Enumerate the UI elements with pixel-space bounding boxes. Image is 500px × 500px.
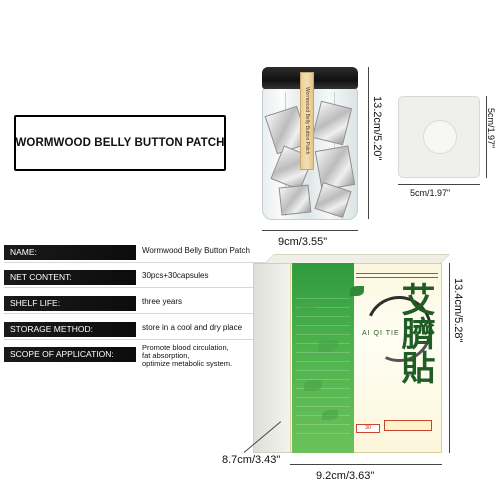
spec-label: SHELF LIFE: [4, 296, 136, 311]
leaf-icon [350, 286, 364, 296]
box-green-band [292, 263, 354, 453]
spec-value: store in a cool and dry place [142, 323, 243, 332]
patch-width-line [398, 184, 480, 185]
spec-row-net-content: NET CONTENT: 30pcs+30capsules [4, 267, 354, 289]
box-width-label: 9.2cm/3.63" [316, 470, 375, 482]
box-width-line [290, 464, 442, 465]
spec-divider [4, 262, 304, 263]
jar-width-label: 9cm/3.55" [278, 236, 328, 248]
leaf-icon [300, 300, 316, 310]
spec-label: SCOPE OF APPLICATION: [4, 347, 136, 362]
patch-width-label: 5cm/1.97" [410, 188, 451, 198]
spec-row-storage: STORAGE METHOD: store in a cool and dry … [4, 319, 354, 341]
patch-pouch [278, 184, 312, 216]
spec-row-scope: SCOPE OF APPLICATION: Promote blood circ… [4, 344, 354, 374]
box-brand-text: 艾臍貼 [395, 282, 435, 384]
spec-label: NET CONTENT: [4, 270, 136, 285]
spec-divider [4, 287, 304, 288]
jar-label-text: Wormwood Belly Button Patch [304, 87, 310, 155]
spec-label: NAME: [4, 245, 136, 260]
spec-row-shelf-life: SHELF LIFE: three years [4, 293, 354, 315]
spec-value: Promote blood circulation, fat absorptio… [142, 343, 233, 368]
spec-label: STORAGE METHOD: [4, 322, 136, 337]
jar-height-label: 13.2cm/5.20" [371, 96, 383, 161]
box-count-tag: 30 [356, 424, 380, 433]
box-red-tag [384, 420, 432, 431]
box-top-fineprint [356, 270, 438, 284]
patch-height-line [486, 96, 487, 178]
jar-height-line [368, 67, 369, 219]
leaf-icon [304, 380, 322, 391]
box-brand-char: 艾臍貼 [395, 282, 438, 390]
spec-value: three years [142, 297, 183, 306]
box-height-line [449, 263, 450, 453]
jar-label-strip: Wormwood Belly Button Patch [300, 72, 314, 170]
patch-sample [398, 96, 480, 178]
patch-center-pad [423, 120, 457, 154]
leaf-icon [322, 410, 338, 420]
jar-width-line [262, 230, 358, 231]
spec-row-name: NAME: Wormwood Belly Button Patch [4, 242, 354, 264]
box-height-label: 13.4cm/5.28" [452, 278, 464, 343]
box-depth-label: 8.7cm/3.43" [222, 454, 281, 466]
spec-divider [4, 313, 304, 314]
box-brand-pinyin: AI QI TIE [362, 330, 400, 337]
patch-pouch [314, 145, 356, 191]
box-side-face [253, 263, 291, 453]
patch-height-label: 5cm/1.97" [486, 108, 496, 149]
spec-value: 30pcs+30capsules [142, 271, 209, 280]
product-title-box: WORMWOOD BELLY BUTTON PATCH [14, 115, 226, 171]
spec-divider [4, 339, 304, 340]
product-title: WORMWOOD BELLY BUTTON PATCH [15, 137, 225, 149]
spec-value: Wormwood Belly Button Patch [142, 246, 250, 255]
leaf-icon [318, 340, 338, 352]
